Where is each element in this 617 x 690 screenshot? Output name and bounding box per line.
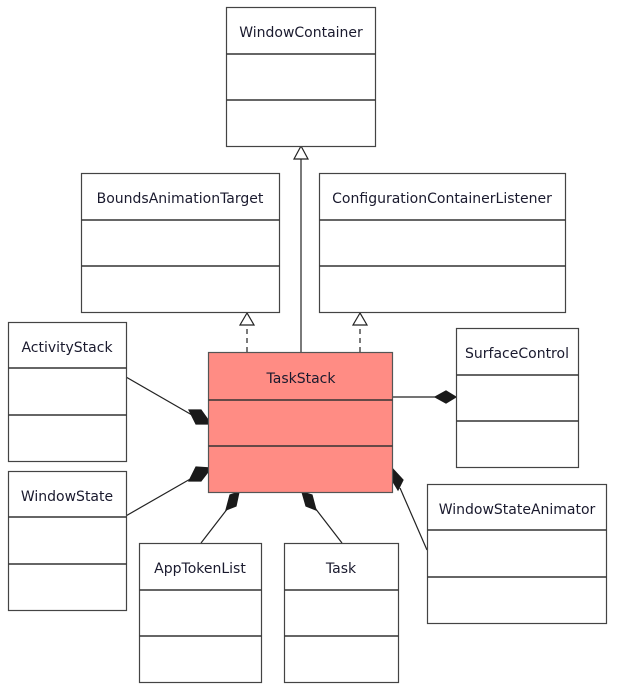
class-windowcontainer[interactable]: WindowContainer <box>225 6 377 148</box>
composition-line-windowstateanimator <box>399 487 428 551</box>
class-configurationcontainerlistener[interactable]: ConfigurationContainerListener <box>318 172 567 314</box>
composition-diamond-icon <box>188 466 213 482</box>
class-name: ConfigurationContainerListener <box>332 191 552 207</box>
class-name: WindowContainer <box>239 25 363 41</box>
class-name: BoundsAnimationTarget <box>97 191 264 207</box>
class-box <box>283 542 400 684</box>
composition-line-apptokenlist <box>200 507 229 544</box>
class-name: TaskStack <box>266 371 337 387</box>
class-name: ActivityStack <box>21 340 113 356</box>
class-box <box>426 483 608 625</box>
class-apptokenlist[interactable]: AppTokenList <box>138 542 263 684</box>
class-box <box>455 327 580 469</box>
class-taskstack[interactable]: TaskStack <box>207 351 394 494</box>
realization-arrow-icon <box>238 311 256 326</box>
class-box <box>207 351 394 494</box>
composition-line-task <box>314 507 343 544</box>
class-windowstate[interactable]: WindowState <box>7 470 128 612</box>
class-boundsanimationtarget[interactable]: BoundsAnimationTarget <box>80 172 281 314</box>
class-task[interactable]: Task <box>283 542 400 684</box>
class-name: WindowStateAnimator <box>439 502 596 518</box>
class-box <box>80 172 281 314</box>
composition-diamond-icon <box>391 466 404 492</box>
class-box <box>7 470 128 612</box>
composition-diamond-icon <box>433 390 458 404</box>
composition-line-activitystack <box>125 376 193 416</box>
composition-diamond-icon <box>225 491 240 512</box>
composition-diamond-icon <box>188 409 213 425</box>
class-windowstateanimator[interactable]: WindowStateAnimator <box>426 483 608 625</box>
class-name: Task <box>325 561 357 577</box>
composition-line-windowstate <box>123 477 193 518</box>
class-name: WindowState <box>21 489 113 505</box>
generalization-arrow-icon <box>292 144 310 160</box>
class-name: SurfaceControl <box>465 346 569 362</box>
class-name: AppTokenList <box>154 561 246 577</box>
composition-diamond-icon <box>301 491 317 512</box>
class-box <box>318 172 567 314</box>
realization-arrow-icon <box>351 311 369 326</box>
class-box <box>7 321 128 463</box>
class-box <box>225 6 377 148</box>
class-box <box>138 542 263 684</box>
class-activitystack[interactable]: ActivityStack <box>7 321 128 463</box>
class-surfacecontrol[interactable]: SurfaceControl <box>455 327 580 469</box>
